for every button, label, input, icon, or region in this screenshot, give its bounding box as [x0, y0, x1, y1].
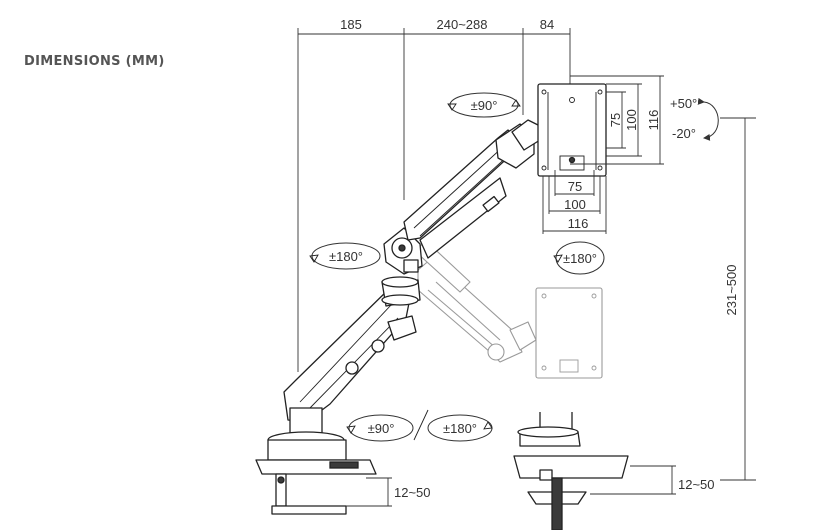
rotation-90-panel-label: ±90°	[471, 98, 498, 113]
dim-240-288-label: 240~288	[437, 17, 488, 32]
vesa-vertical-dimension-lines	[570, 75, 664, 165]
rotation-180-base-label: ±180°	[443, 421, 477, 436]
vesa-horizontal-116-label: 116	[568, 216, 589, 231]
vesa-vertical-75-label: 75	[608, 113, 623, 127]
clamp-right-label: 12~50	[678, 477, 715, 492]
dim-84-label: 84	[540, 17, 554, 32]
vesa-vertical-116-label: 116	[646, 110, 661, 131]
rotation-90-base-label: ±90°	[368, 421, 395, 436]
rotation-180-base-icon	[427, 414, 493, 442]
dim-185-label: 185	[340, 17, 362, 32]
main-arm	[283, 119, 541, 423]
rotation-180-arm-icon	[309, 242, 381, 270]
top-dimension-lines	[297, 28, 571, 372]
rotation-180-panel-label: ±180°	[563, 251, 597, 266]
clamp-left-dimension-lines	[346, 477, 392, 507]
vesa-vertical-100-label: 100	[624, 109, 639, 131]
vesa-horizontal-75-label: 75	[568, 179, 582, 194]
rotation-90-base-icon	[346, 414, 414, 442]
left-base-clamp	[255, 407, 377, 515]
rotation-divider	[413, 409, 429, 441]
height-range-label: 231~500	[724, 265, 739, 316]
tilt-down-label: -20°	[672, 126, 696, 141]
tilt-up-label: +50°	[670, 96, 697, 111]
vesa-horizontal-100-label: 100	[564, 197, 586, 212]
rotation-180-arm-label: ±180°	[329, 249, 363, 264]
rotation-90-panel-icon	[447, 92, 521, 118]
tilt-arrow-icon	[697, 97, 719, 141]
dimensions-heading: DIMENSIONS (MM)	[24, 54, 165, 69]
vesa-horizontal-dimension-lines	[542, 170, 607, 234]
right-base-clamp	[513, 412, 629, 530]
clamp-left-label: 12~50	[394, 485, 431, 500]
rotation-180-panel-icon	[553, 241, 605, 275]
height-dimension-lines	[720, 117, 756, 481]
vesa-plate	[537, 83, 607, 177]
clamp-right-dimension-lines	[590, 465, 676, 495]
